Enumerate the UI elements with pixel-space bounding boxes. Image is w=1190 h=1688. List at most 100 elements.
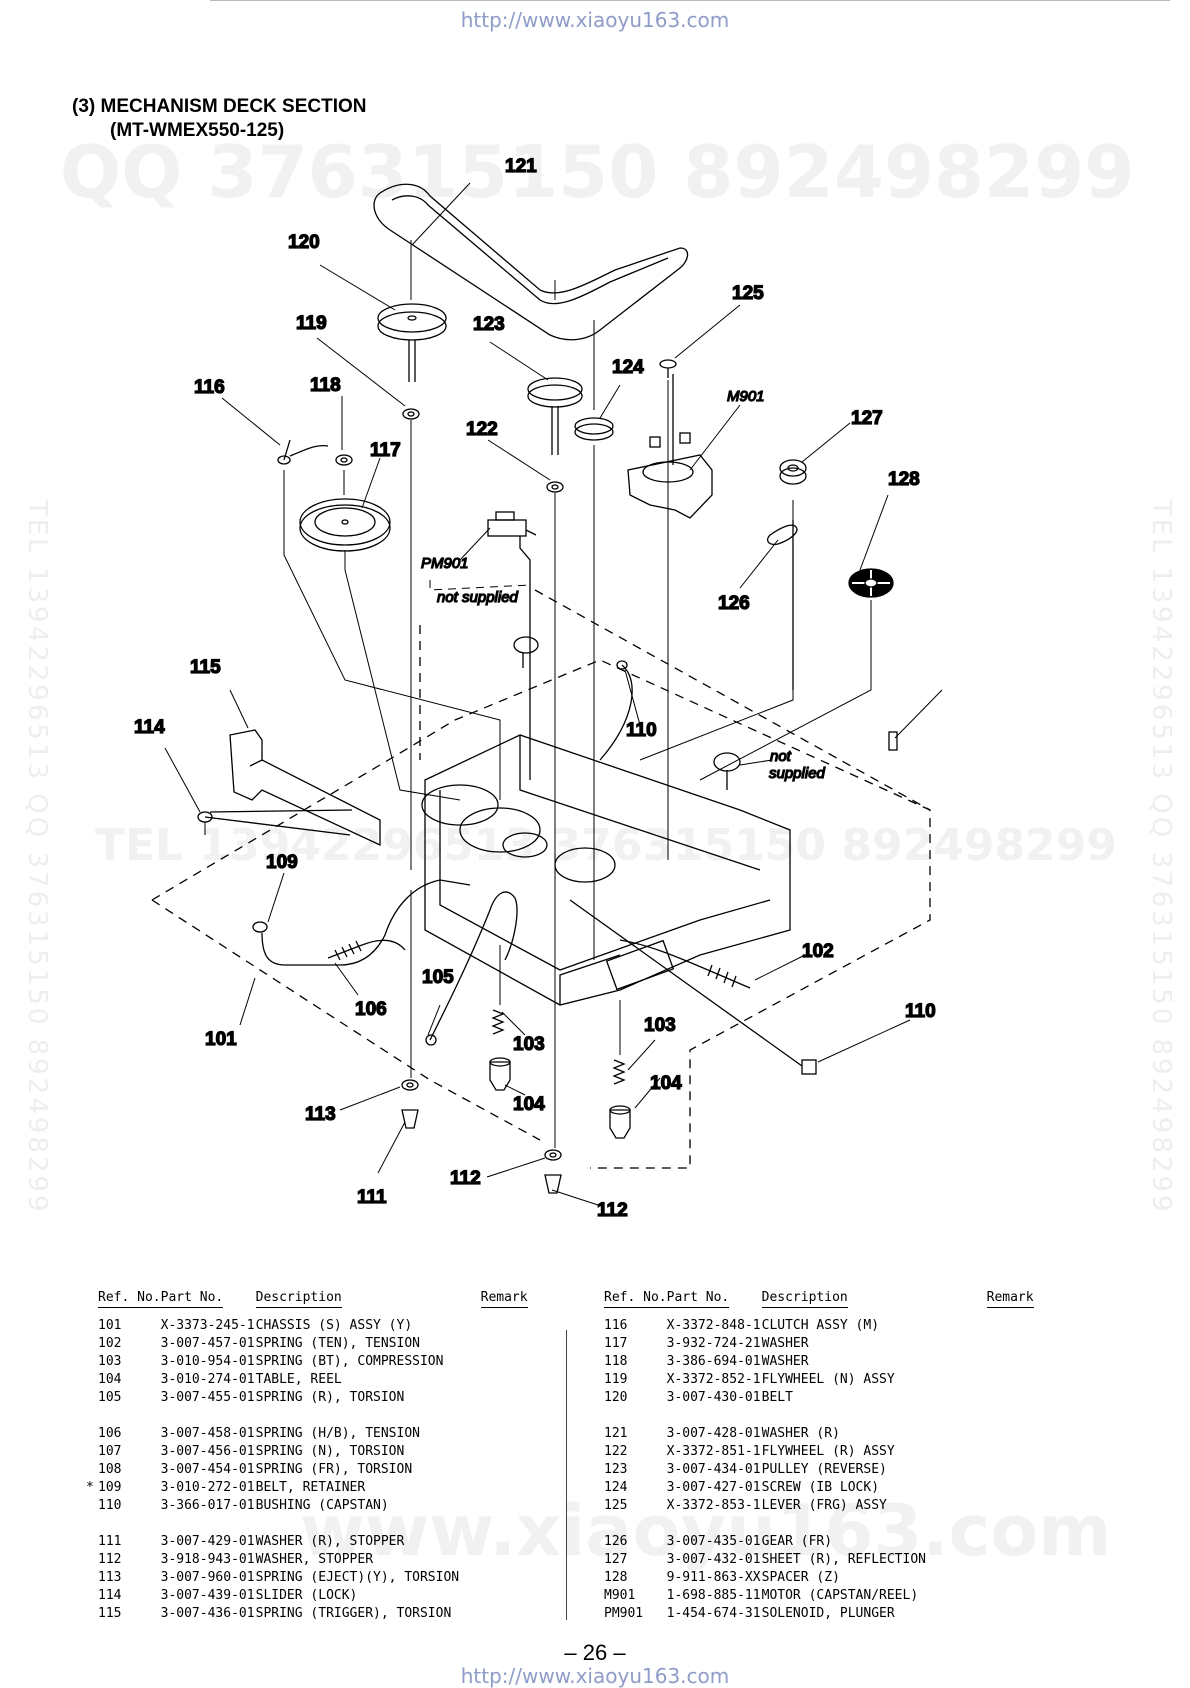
description-cell: SPRING (EJECT)(Y), TORSION [255, 1569, 460, 1585]
part-no-cell: 3-010-274-01 [160, 1371, 255, 1387]
ref-cell: 101 [98, 1317, 122, 1333]
description-cell: TABLE, REEL [255, 1371, 342, 1387]
ref-cell: 105 [98, 1389, 122, 1405]
parts-table-left: Ref. No. Part No. Description Remark 101… [86, 1290, 541, 1622]
ref-cell: 112 [98, 1551, 122, 1567]
mark-cell [592, 1496, 604, 1514]
ref-cell: M901 [604, 1587, 636, 1603]
remark-cell [987, 1550, 1047, 1568]
top-rule [210, 0, 1170, 1]
ref-cell: 127 [604, 1551, 628, 1567]
ref-header: Ref. No. [604, 1290, 667, 1316]
remark-cell [481, 1334, 541, 1352]
mark-cell [86, 1370, 98, 1388]
springs-103 [491, 1009, 626, 1085]
part-no-cell: 3-007-429-01 [160, 1533, 255, 1549]
pulley-123 [574, 417, 614, 441]
ref-cell: 125 [604, 1497, 628, 1513]
flywheel-122 [527, 377, 583, 455]
reel-tables-104 [489, 1057, 631, 1139]
part-no-cell: X-3373-245-1 [160, 1317, 255, 1333]
mark-header [86, 1290, 98, 1316]
ref-cell: 107 [98, 1443, 122, 1459]
remark-cell [987, 1370, 1047, 1388]
ref-cell: 109 [98, 1479, 122, 1495]
description-cell: SOLENOID, PLUNGER [761, 1605, 895, 1621]
part-no-cell: 3-932-724-21 [666, 1335, 761, 1351]
spacer-cell [86, 1406, 541, 1424]
part-no-cell: 1-698-885-11 [666, 1587, 761, 1603]
description-cell: SPRING (FR), TORSION [255, 1461, 413, 1477]
not-supplied-bracket [429, 580, 531, 700]
ref-cell: 115 [98, 1605, 122, 1621]
remark-header-label: Remark [480, 1290, 528, 1308]
mark-cell [86, 1568, 98, 1586]
section-title: (3) MECHANISM DECK SECTION (MT-WMEX550-1… [72, 95, 367, 143]
callout-120: 121 [505, 156, 537, 177]
part-header-label: Part No. [666, 1290, 730, 1308]
callout-104-right: 104 [650, 1073, 682, 1094]
callout-103-right: 103 [644, 1015, 676, 1036]
remark-cell [987, 1388, 1047, 1406]
gear-126 [779, 459, 807, 485]
remark-header: Remark [480, 1290, 541, 1316]
spring-105 [425, 891, 518, 1046]
table-header-row: Ref. No. Part No. Description Remark [592, 1290, 1047, 1316]
callout-123: 124 [612, 357, 644, 378]
exploded-view-diagram: 121 120 125 119 123 124 116 118 127 122 … [133, 155, 943, 1222]
remark-cell [987, 1586, 1047, 1604]
belt-120 [373, 183, 689, 341]
ref-cell: PM901 [604, 1605, 644, 1621]
table-divider [566, 1330, 567, 1620]
description-cell: SPRING (N), TORSION [255, 1443, 405, 1459]
callout-115: 116 [194, 377, 225, 398]
description-cell: GEAR (FR) [761, 1533, 833, 1549]
remark-cell [987, 1478, 1047, 1496]
assembly-guides [204, 240, 872, 1148]
desc-header-label: Description [761, 1290, 848, 1308]
mark-cell [592, 1424, 604, 1442]
remark-cell [987, 1352, 1047, 1370]
callout-101: 101 [205, 1029, 237, 1050]
remark-cell [987, 1532, 1047, 1550]
callout-114: 115 [190, 657, 221, 678]
ref-cell: 119 [604, 1371, 628, 1387]
ref-header: Ref. No. [98, 1290, 161, 1316]
watermark-url-top: http://www.xiaoyu163.com [460, 8, 730, 32]
ref-cell: 124 [604, 1479, 628, 1495]
watermark-www: www.xiaoyu163.com [300, 1490, 1112, 1572]
part-no-cell: 3-007-432-01 [666, 1551, 761, 1567]
part-no-cell: 3-010-272-01 [160, 1479, 255, 1495]
washers [335, 408, 564, 1161]
section-title-line2: (MT-WMEX550-125) [110, 120, 285, 141]
part-no-cell: X-3372-851-1 [666, 1443, 761, 1459]
ref-cell: 113 [98, 1569, 122, 1585]
description-cell: SPRING (H/B), TENSION [255, 1425, 420, 1441]
description-cell: PULLEY (REVERSE) [761, 1461, 887, 1477]
callout-124: 125 [732, 283, 764, 304]
part-no-cell: 3-007-434-01 [666, 1461, 761, 1477]
mark-cell [592, 1352, 604, 1370]
remark-cell [987, 1424, 1047, 1442]
mark-cell [86, 1316, 98, 1334]
mark-cell [592, 1334, 604, 1352]
slider-114 [229, 729, 381, 847]
part-no-cell: 3-007-427-01 [666, 1479, 761, 1495]
bushings-110 [401, 1109, 562, 1194]
watermark-tel: TEL 13942296513 376315150 892498299 [95, 820, 1117, 871]
description-cell: CLUTCH ASSY (M) [761, 1317, 880, 1333]
ref-cell: 118 [604, 1353, 628, 1369]
mark-cell [592, 1370, 604, 1388]
part-no-cell: 3-007-457-01 [160, 1335, 255, 1351]
part-no-cell: 3-386-694-01 [666, 1353, 761, 1369]
part-no-cell: 3-007-454-01 [160, 1461, 255, 1477]
remark-cell [481, 1316, 541, 1334]
desc-header: Description [255, 1290, 481, 1316]
